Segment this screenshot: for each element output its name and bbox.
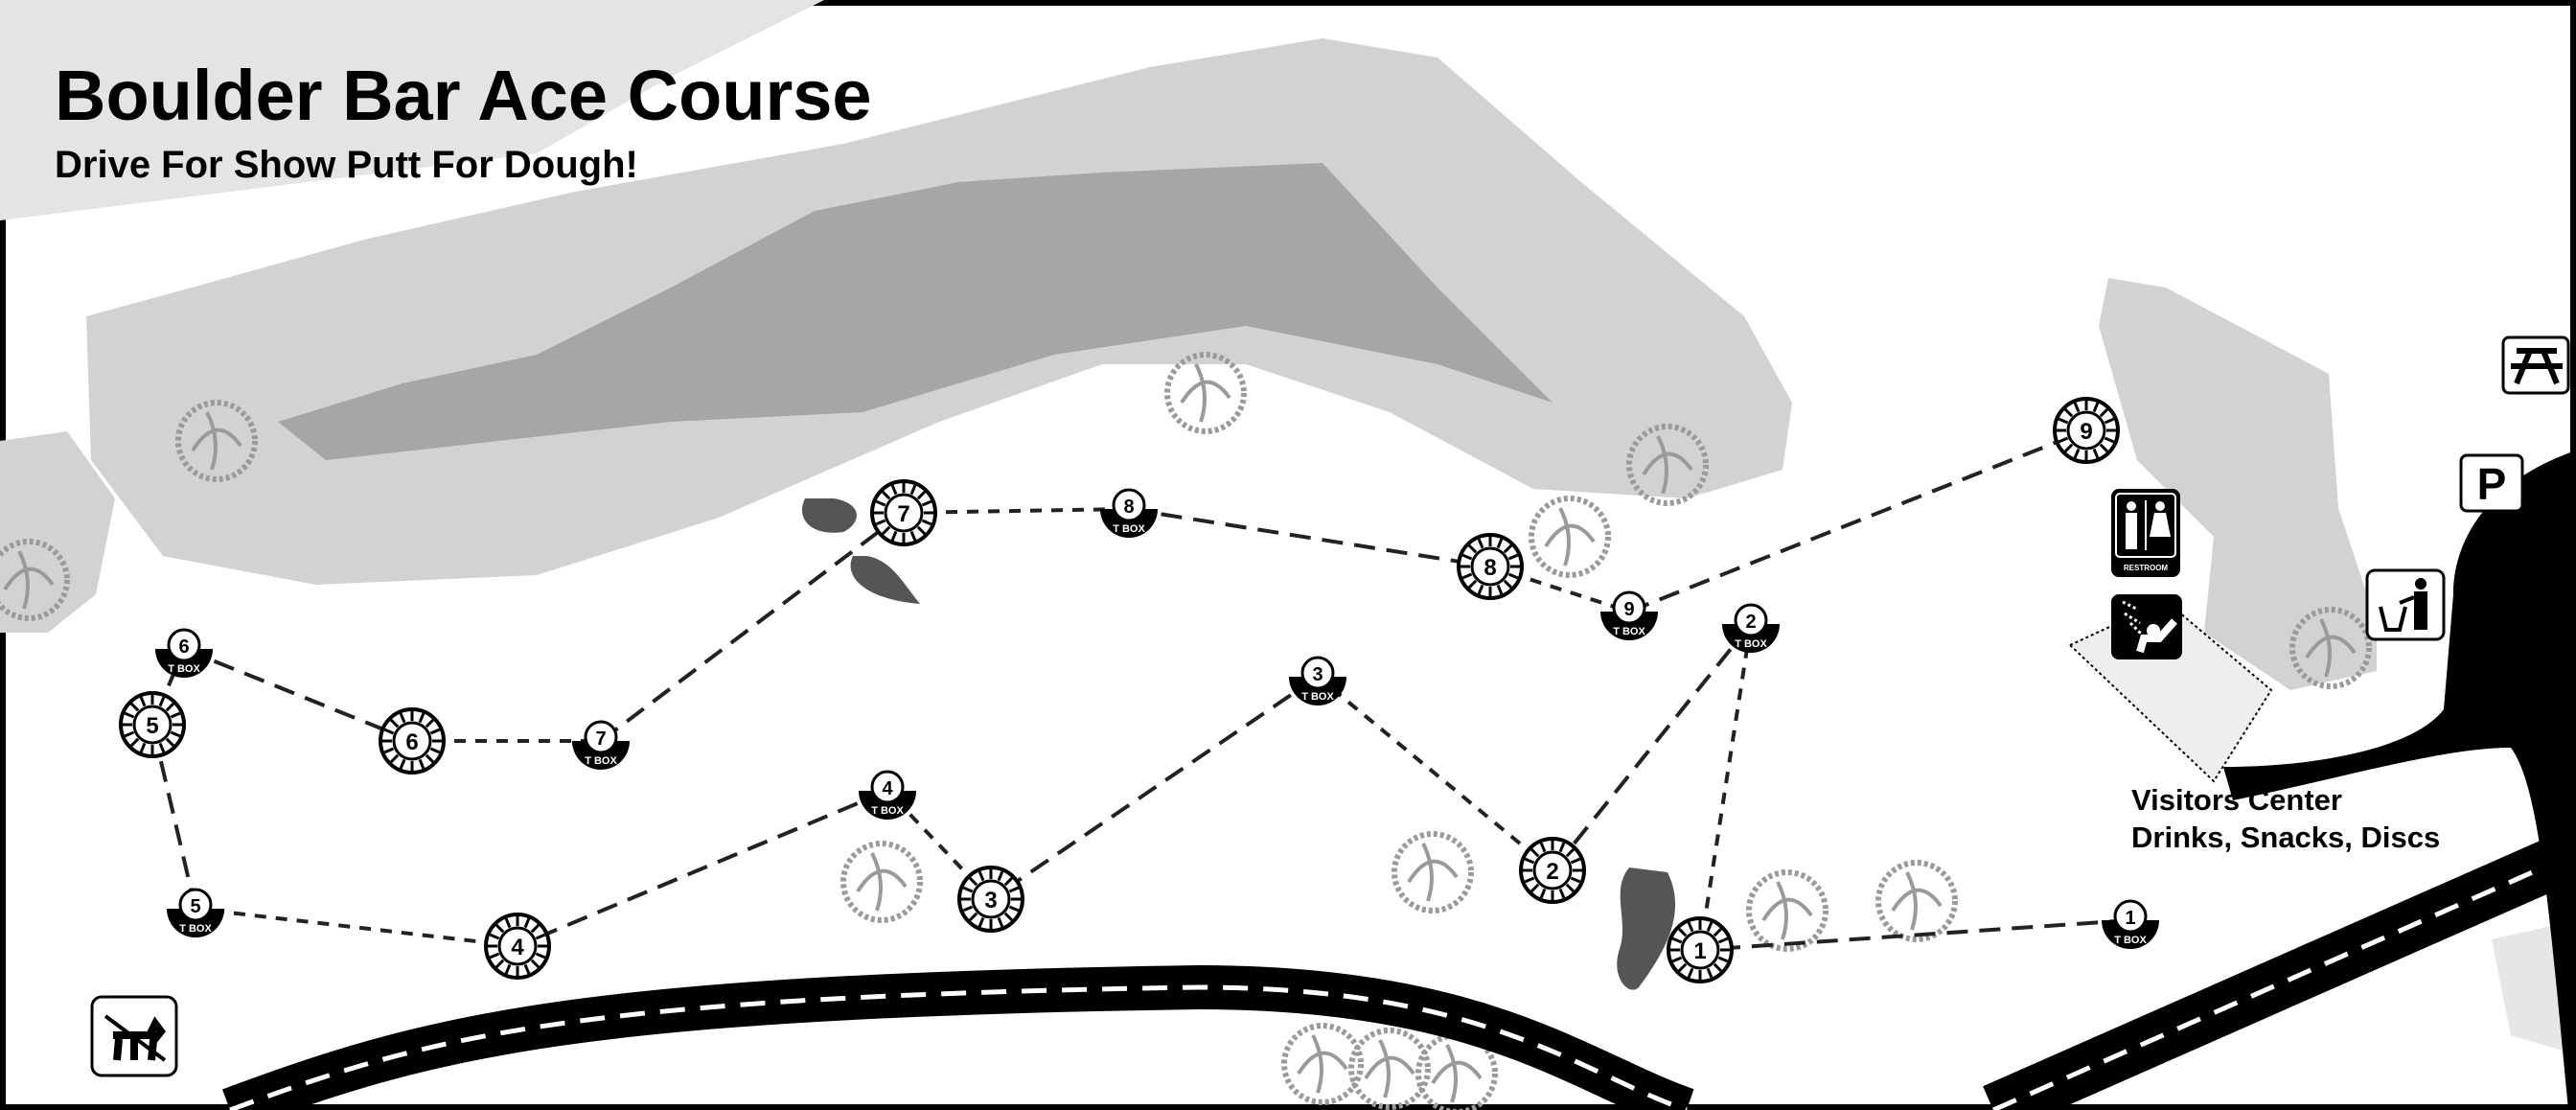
tee-box-5[interactable]: 5 T BOX: [167, 888, 224, 937]
trees: [0, 352, 2372, 1110]
fairway-hole-1: [1699, 918, 2131, 952]
tee-number: 8: [1123, 497, 1134, 518]
tee-box-1[interactable]: 1 T BOX: [2102, 899, 2159, 949]
tee-box-4[interactable]: 4 T BOX: [859, 770, 916, 820]
basket-number: 1: [1693, 938, 1706, 964]
tree-icon: [1875, 860, 1958, 942]
fairway-hole-2: [1551, 622, 1753, 872]
tree-icon: [1164, 352, 1247, 434]
restroom-icon[interactable]: RESTROOM: [2111, 489, 2180, 577]
tee-label: T BOX: [1735, 638, 1767, 650]
basket-number: 7: [897, 501, 909, 527]
basket-number: 4: [511, 935, 524, 960]
basket-7[interactable]: 7: [870, 479, 937, 546]
tee-number: 7: [595, 728, 606, 750]
basket-number: 9: [2080, 419, 2092, 445]
visitors-center-label: Visitors Center: [2131, 783, 2342, 817]
basket-8[interactable]: 8: [1457, 533, 1524, 600]
no-dogs-icon[interactable]: [90, 995, 178, 1077]
tee-label: T BOX: [2114, 935, 2147, 946]
page-title: Boulder Bar Ace Course: [55, 56, 872, 135]
baskets: 1 2 3 4 5 6 7 8 9: [119, 397, 2120, 983]
tee-number: 3: [1312, 664, 1322, 685]
tee-number: 4: [882, 778, 893, 799]
tee-number: 9: [1623, 599, 1634, 620]
tee-number: 5: [190, 896, 200, 917]
basket-9[interactable]: 9: [2053, 397, 2120, 464]
tee-boxes: 1 T BOX 2 T BOX 3 T BOX 4 T BOX 5 T BOX 6 T BOX 7 T B…: [155, 488, 2159, 949]
tree-icon: [1746, 869, 1828, 952]
fairway-hole-9: [1628, 428, 2087, 613]
tree-icon: [1348, 1028, 1431, 1110]
basket-number: 5: [146, 713, 158, 739]
tee-label: T BOX: [179, 923, 212, 935]
walk-path: [903, 507, 1130, 515]
tree-icon: [1529, 496, 1611, 578]
basket-number: 2: [1546, 859, 1558, 885]
tree-icon: [1415, 1032, 1498, 1110]
tree-icon: [2289, 607, 2372, 689]
tree-icon: [840, 841, 923, 923]
terrain: [0, 0, 2576, 1054]
basket-1[interactable]: 1: [1667, 916, 1734, 983]
fairway-hole-8: [1128, 507, 1491, 568]
tee-number: 2: [1745, 612, 1756, 633]
tee-number: 6: [178, 636, 189, 658]
fairway-hole-6: [183, 647, 413, 743]
basket-5[interactable]: 5: [119, 691, 186, 758]
tee-number: 1: [2125, 908, 2135, 929]
parking-icon[interactable]: P: [2459, 453, 2524, 513]
fairway-hole-3: [989, 675, 1320, 901]
tee-box-3[interactable]: 3 T BOX: [1289, 656, 1346, 705]
tee-box-8[interactable]: 8 T BOX: [1100, 488, 1158, 538]
tree-icon: [0, 539, 70, 621]
picnic-table-icon[interactable]: [2501, 335, 2570, 395]
basket-number: 6: [405, 729, 418, 755]
tee-label: T BOX: [871, 805, 904, 817]
shower-icon[interactable]: [2111, 594, 2182, 659]
walk-path: [1698, 623, 1753, 951]
walk-path: [1316, 675, 1554, 872]
tee-box-7[interactable]: 7 T BOX: [572, 720, 630, 770]
basket-2[interactable]: 2: [1519, 837, 1586, 904]
basket-6[interactable]: 6: [379, 707, 446, 775]
tee-label: T BOX: [1113, 523, 1145, 535]
tee-label: T BOX: [1301, 691, 1334, 703]
tee-label: T BOX: [1613, 626, 1645, 637]
fairway-hole-4: [517, 789, 888, 948]
basket-number: 8: [1484, 555, 1496, 581]
visitors-center-services: Drinks, Snacks, Discs: [2131, 821, 2440, 854]
tree-icon: [1281, 1023, 1364, 1105]
tree-icon: [1392, 831, 1474, 913]
tee-label: T BOX: [585, 755, 617, 767]
tee-box-2[interactable]: 2 T BOX: [1722, 603, 1780, 653]
tee-label: T BOX: [168, 663, 200, 675]
tree-icon: [1626, 424, 1709, 506]
basket-number: 3: [984, 888, 997, 913]
ponds: [801, 498, 1676, 990]
tee-box-6[interactable]: 6 T BOX: [155, 628, 213, 678]
trash-icon[interactable]: [2365, 568, 2446, 641]
road: [221, 451, 2576, 1110]
tee-box-9[interactable]: 9 T BOX: [1600, 590, 1658, 640]
parking-label: P: [2477, 459, 2507, 509]
subtitle: Drive For Show Putt For Dough!: [55, 144, 638, 186]
basket-4[interactable]: 4: [484, 913, 551, 980]
basket-3[interactable]: 3: [957, 866, 1024, 933]
restroom-label: RESTROOM: [2124, 564, 2169, 572]
tree-icon: [175, 400, 258, 482]
